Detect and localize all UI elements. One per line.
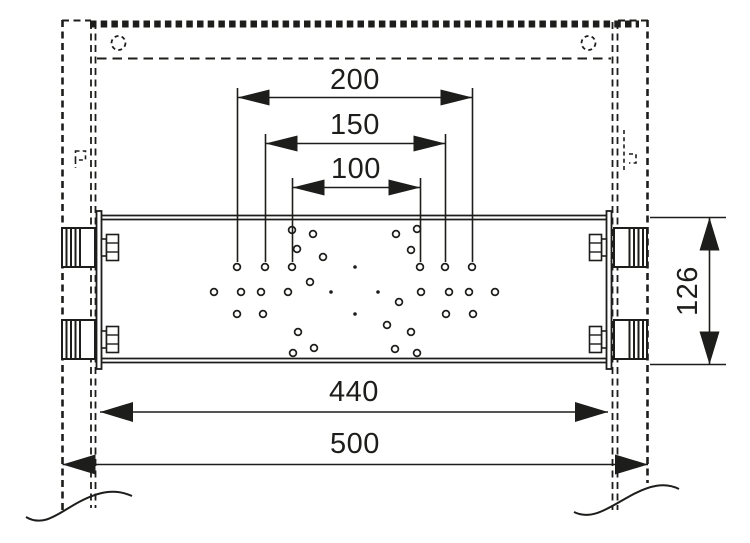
plate-hole [444,287,454,297]
dim-440-label: 440 [329,376,379,408]
plate-hole-small [329,290,333,294]
plate-left-flange [95,210,103,370]
plate-hole [318,252,328,262]
plate-hole [258,309,268,319]
plate-hole-small [353,312,357,316]
plate-hole [256,287,266,297]
clamp-left-lower [61,319,120,360]
plate-hole [390,344,400,354]
plate-hole [406,245,416,255]
plate-hole [406,327,416,337]
plate-hole [441,309,451,319]
plate-right-flange [605,210,613,370]
plate-hole [209,287,219,297]
plate-hole [309,343,319,353]
plate-hole [412,224,422,234]
bolt-hex-head [105,233,120,262]
clamp-right-lower [588,319,648,360]
rail-hole-left [110,35,127,51]
arrow-left-icon [100,402,133,422]
dim-hole-spacing-200: 200 [236,64,474,262]
break-line-right [573,484,680,516]
plate-hole [382,320,392,330]
top-mounting-rail [90,20,639,60]
plate-hole [394,297,404,307]
dim-shelf-width-440: 440 [100,376,608,422]
arrow-right-icon [575,402,608,422]
arrow-right-icon [440,89,473,106]
plate-hole [288,348,298,358]
plate-hole [308,229,318,239]
plate-hole [232,262,242,272]
plate-hole [464,287,474,297]
dim-hole-spacing-150: 150 [264,109,447,262]
plate-hole [260,262,270,272]
dim-126-label: 126 [672,266,704,316]
plate-hole [305,277,315,287]
arrow-right-icon [413,135,446,152]
plate-hole [412,348,422,358]
plate-hole [468,309,478,319]
arrow-left-icon [292,179,325,196]
break-line-left [25,490,133,522]
arrow-up-icon [699,217,720,251]
hole-pattern [209,224,500,358]
clamp-left-upper [61,227,120,268]
clamp-right-upper [588,227,648,268]
arrow-down-icon [699,331,720,365]
plate-hole-small [353,265,357,269]
dim-500-label: 500 [330,428,380,460]
plate-hole [416,287,426,297]
dim-frame-width-500: 500 [62,428,648,475]
bolt-hex-head [588,325,603,354]
plate-hole [467,262,477,272]
plate-hole [440,262,450,272]
plate-hole [415,262,425,272]
dim-100-label: 100 [331,153,381,185]
left-post-clip-detail [74,150,87,168]
right-post-clip-detail [623,130,637,172]
plate-hole-small [376,290,380,294]
bolt-hex-head [588,233,603,262]
arrow-left-icon [237,89,270,106]
bolt-hex-head [105,325,120,354]
plate-hole [236,287,246,297]
arrow-right-icon [388,179,421,196]
shelf-plate [95,210,613,370]
dim-150-label: 150 [330,109,380,141]
dim-hole-spacing-100: 100 [291,153,422,262]
plate-hole [232,309,242,319]
plate-hole [293,327,303,337]
arrow-right-icon [615,454,648,475]
dim-shelf-depth-126: 126 [650,216,726,366]
arrow-left-icon [265,135,298,152]
arrow-left-icon [62,454,96,475]
plate-hole [283,287,293,297]
rail-hole-right [580,35,597,51]
plate-hole [490,287,500,297]
break-lines [25,484,680,522]
plate-hole [391,229,401,239]
plate-hole [287,262,297,272]
plate-hole [292,244,302,254]
dim-200-label: 200 [330,64,380,96]
